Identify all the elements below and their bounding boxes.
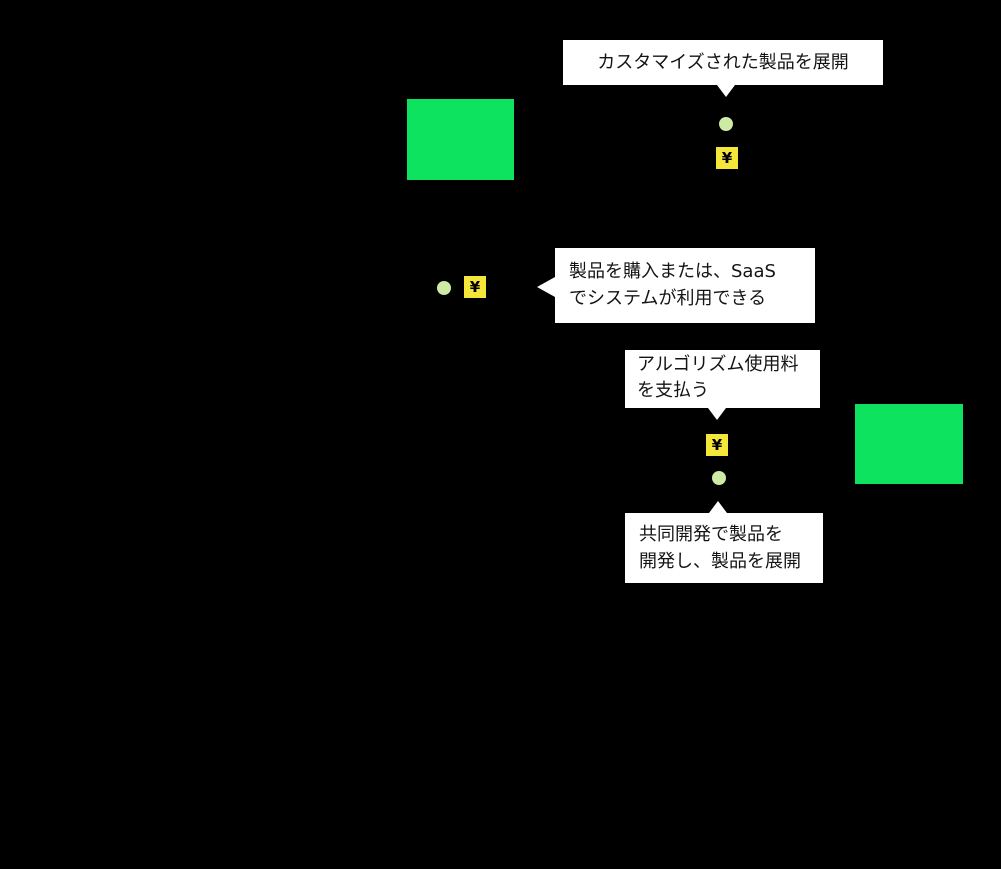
- callout-pointer-down-icon: [717, 85, 735, 97]
- callout-pointer-down-icon: [708, 408, 726, 420]
- yen-icon-bottom: ¥: [706, 434, 728, 456]
- yen-icon-top: ¥: [716, 147, 738, 169]
- callout-text-line1: 共同開発で製品を: [639, 524, 783, 545]
- callout-text-line1: 製品を購入または、SaaS: [569, 261, 776, 282]
- yen-icon-middle: ¥: [464, 276, 486, 298]
- callout-text: カスタマイズされた製品を展開: [597, 52, 849, 73]
- callout-algorithm-fee: アルゴリズム使用料 を支払う: [625, 350, 820, 420]
- green-highlight-box-right: [855, 404, 963, 484]
- connector-dot-middle: [437, 281, 451, 295]
- yen-glyph: ¥: [711, 435, 723, 454]
- callout-pointer-up-icon: [709, 501, 727, 513]
- connector-dot-top: [719, 117, 733, 131]
- callout-purchase-or-saas: 製品を購入または、SaaS でシステムが利用できる: [537, 248, 815, 323]
- yen-glyph: ¥: [469, 277, 481, 296]
- callout-deploy-custom-product: カスタマイズされた製品を展開: [563, 40, 883, 97]
- callout-text-line2: でシステムが利用できる: [569, 288, 767, 309]
- yen-glyph: ¥: [721, 148, 733, 167]
- callout-pointer-left-icon: [537, 277, 555, 297]
- callout-text-line1: アルゴリズム使用料: [637, 354, 799, 375]
- callout-joint-development: 共同開発で製品を 開発し、製品を展開: [625, 501, 823, 583]
- callout-text-line2: を支払う: [637, 380, 709, 401]
- callout-text-line2: 開発し、製品を展開: [639, 551, 801, 572]
- green-highlight-box-left: [407, 99, 514, 180]
- connector-dot-bottom: [712, 471, 726, 485]
